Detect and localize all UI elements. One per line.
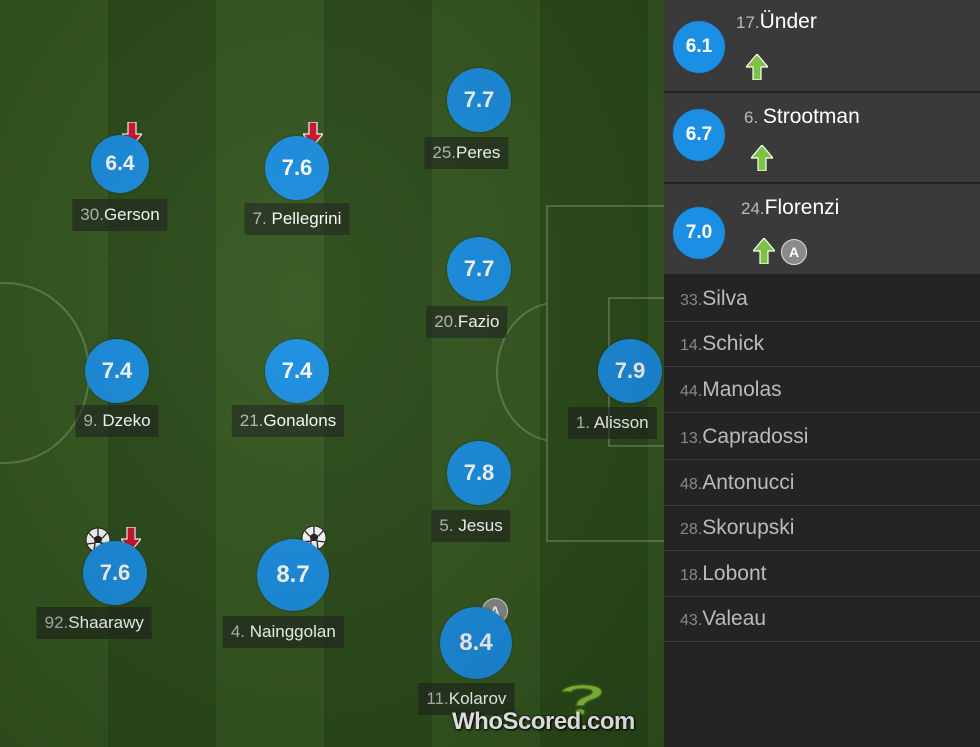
logo-question-mark-icon: [561, 683, 603, 716]
logo-text: WhoScored.com: [452, 708, 635, 735]
player-name-label: 7. Pellegrini: [244, 203, 350, 235]
player-name-label: 92.Shaarawy: [36, 607, 152, 639]
bench-row-skorupski[interactable]: 28.Skorupski: [664, 506, 980, 551]
bench-name-label: 48.Antonucci: [680, 471, 795, 494]
bench-row-silva[interactable]: 33.Silva: [664, 277, 980, 322]
player-name-label: 21.Gonalons: [231, 405, 345, 437]
player-rating: 7.7: [447, 237, 511, 301]
player-rating: 8.7: [257, 539, 329, 611]
player-name-label: 25.Peres: [424, 137, 509, 169]
bench-name-label: 33.Silva: [680, 287, 748, 310]
bench-panel: 6.1 17.Ünder 6.7 6. Strootman 7.0 24.Flo…: [664, 0, 980, 747]
sub-row-strootman[interactable]: 6.7 6. Strootman: [664, 93, 980, 183]
player-rating: 7.4: [265, 339, 329, 403]
sub-name-label: 24.Florenzi: [741, 196, 840, 219]
player-name-label: 4. Nainggolan: [222, 616, 344, 648]
player-rating: 7.8: [447, 441, 511, 505]
sub-row-florenzi[interactable]: 7.0 24.Florenzi A: [664, 184, 980, 275]
player-name-label: 5. Jesus: [431, 510, 511, 542]
player-rating: 7.6: [265, 136, 329, 200]
bench-row-lobont[interactable]: 18.Lobont: [664, 552, 980, 597]
player-name-label: 11.Kolarov: [418, 683, 515, 715]
bench-name-label: 13.Capradossi: [680, 425, 809, 448]
player-name-label: 20.Fazio: [426, 306, 508, 338]
penalty-box-line: [546, 205, 664, 542]
sub-on-arrow-icon: [751, 145, 773, 171]
player-rating: 7.6: [83, 541, 147, 605]
sub-row-under[interactable]: 6.1 17.Ünder: [664, 0, 980, 92]
bench-name-label: 18.Lobont: [680, 562, 767, 585]
whoscored-logo: WhoScored.com: [452, 680, 652, 740]
sub-rating: 7.0: [673, 207, 725, 259]
bench-row-manolas[interactable]: 44.Manolas: [664, 368, 980, 413]
sub-rating: 6.1: [673, 21, 725, 73]
bench-row-antonucci[interactable]: 48.Antonucci: [664, 461, 980, 506]
player-rating: 7.9: [598, 339, 662, 403]
sub-on-arrow-icon: [746, 54, 768, 80]
bench-name-label: 44.Manolas: [680, 378, 782, 401]
pitch: 6.4 30.Gerson 7.6 7. Pellegrini 7.7 25.P…: [0, 0, 664, 747]
bench-row-capradossi[interactable]: 13.Capradossi: [664, 415, 980, 460]
sub-name-label: 6. Strootman: [744, 105, 860, 128]
player-name-label: 9. Dzeko: [75, 405, 159, 437]
bench-name-label: 14.Schick: [680, 332, 765, 355]
bench-row-schick[interactable]: 14.Schick: [664, 322, 980, 367]
player-rating: 8.4: [440, 607, 512, 679]
player-rating: 6.4: [91, 135, 149, 193]
player-name-label: 1. Alisson: [567, 407, 657, 439]
sub-name-label: 17.Ünder: [736, 10, 817, 33]
bench-row-valeau[interactable]: 43.Valeau: [664, 597, 980, 642]
player-name-label: 30.Gerson: [72, 199, 168, 231]
bench-name-label: 28.Skorupski: [680, 516, 795, 539]
bench-name-label: 43.Valeau: [680, 607, 767, 630]
sub-on-arrow-icon: [753, 238, 775, 264]
player-rating: 7.7: [447, 68, 511, 132]
player-rating: 7.4: [85, 339, 149, 403]
sub-rating: 6.7: [673, 109, 725, 161]
assist-badge-icon: A: [781, 239, 807, 265]
